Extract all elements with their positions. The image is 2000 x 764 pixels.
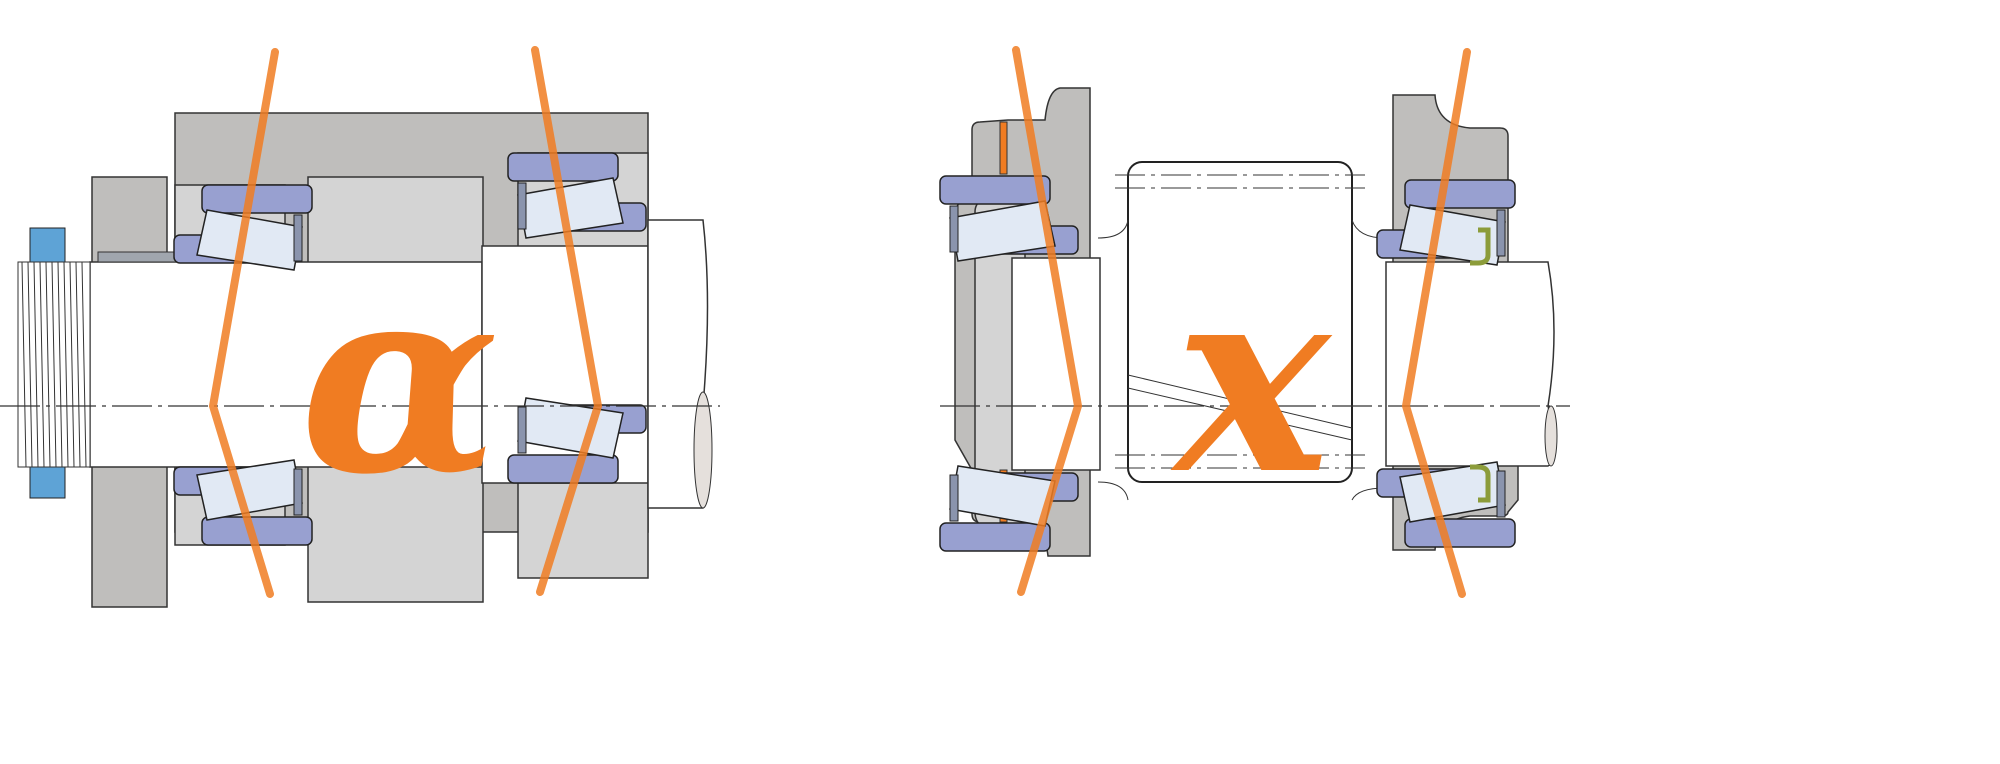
shaft bbox=[89, 261, 483, 468]
pressure-line bbox=[531, 46, 603, 596]
shim bbox=[999, 121, 1008, 175]
arrangement-label: x bbox=[1167, 227, 1334, 532]
washer bbox=[97, 251, 179, 263]
right-arrangement: x bbox=[939, 46, 1570, 598]
pressure-line bbox=[208, 48, 279, 598]
shaft-transitions bbox=[1097, 219, 1386, 501]
pressure-line bbox=[1012, 46, 1083, 596]
seal bbox=[1470, 227, 1491, 266]
thread-lines bbox=[21, 261, 87, 468]
seal bbox=[1470, 464, 1491, 503]
left-arrangement: α bbox=[0, 46, 720, 608]
helix-lines bbox=[1127, 374, 1353, 441]
pressure-line bbox=[1401, 48, 1471, 598]
arrangement-label: α bbox=[300, 227, 500, 532]
shaft-break bbox=[693, 391, 713, 509]
drum bbox=[1127, 161, 1353, 483]
shaft-break bbox=[1544, 405, 1558, 467]
